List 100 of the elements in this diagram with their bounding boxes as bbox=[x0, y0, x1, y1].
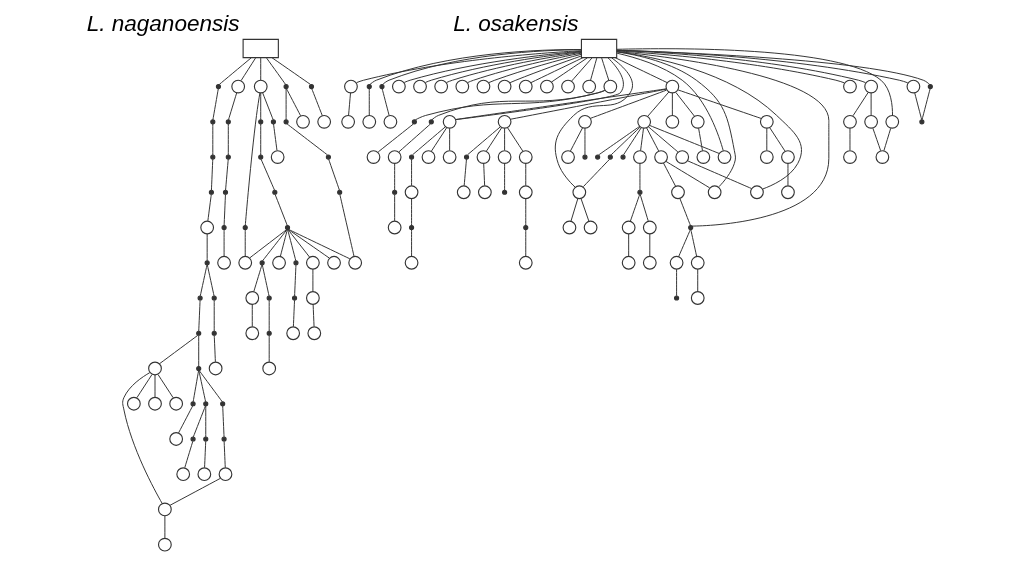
connector bbox=[614, 57, 668, 84]
connector bbox=[285, 88, 287, 121]
connector bbox=[410, 229, 412, 257]
node-dot bbox=[918, 119, 924, 125]
connector bbox=[286, 123, 328, 156]
connector bbox=[671, 92, 673, 116]
connector bbox=[529, 57, 583, 84]
node-circle bbox=[168, 432, 183, 446]
node-circle bbox=[695, 150, 710, 164]
connector bbox=[393, 194, 395, 222]
node-dot bbox=[189, 436, 196, 442]
node-circle bbox=[442, 114, 457, 129]
node-circle bbox=[412, 79, 427, 94]
connector bbox=[206, 233, 208, 262]
connector bbox=[261, 92, 274, 121]
connector bbox=[223, 440, 226, 469]
node-circle bbox=[642, 255, 657, 270]
node-circle bbox=[669, 255, 683, 270]
connector bbox=[169, 477, 221, 506]
node-circle bbox=[305, 255, 320, 270]
connector bbox=[397, 123, 431, 153]
connector bbox=[610, 126, 640, 156]
node-circle bbox=[199, 220, 214, 235]
node-dot bbox=[292, 260, 299, 266]
node-circle bbox=[539, 79, 554, 94]
node-dot bbox=[211, 330, 217, 336]
node-dot bbox=[271, 189, 277, 195]
node-circle bbox=[126, 396, 141, 411]
connector bbox=[223, 229, 225, 257]
connector bbox=[569, 198, 578, 222]
node-dot bbox=[219, 401, 225, 407]
node-circle bbox=[421, 150, 435, 164]
node-dot bbox=[189, 401, 196, 407]
connector bbox=[503, 127, 505, 151]
connector bbox=[665, 160, 710, 189]
node-circle bbox=[147, 361, 162, 376]
connector bbox=[600, 57, 609, 81]
node-circle bbox=[571, 185, 586, 200]
node-dot bbox=[408, 154, 414, 160]
connector bbox=[268, 299, 270, 332]
connector bbox=[206, 264, 215, 297]
connector bbox=[259, 123, 261, 156]
node-dot bbox=[242, 224, 248, 231]
connector bbox=[197, 299, 201, 332]
connector bbox=[677, 229, 691, 258]
connector bbox=[662, 162, 676, 187]
node-circle bbox=[157, 502, 172, 517]
connector bbox=[615, 51, 829, 227]
node-circle bbox=[218, 467, 232, 482]
connector bbox=[260, 158, 275, 191]
node-circle bbox=[347, 255, 362, 270]
node-box bbox=[242, 38, 279, 59]
connector bbox=[274, 194, 288, 226]
connector bbox=[466, 52, 582, 84]
node-dot bbox=[221, 436, 227, 442]
node-dot bbox=[197, 295, 203, 301]
connector bbox=[616, 51, 802, 190]
connector bbox=[524, 198, 526, 226]
node-dot bbox=[222, 189, 228, 195]
connector bbox=[203, 440, 206, 469]
connector bbox=[198, 370, 223, 403]
node-circle bbox=[884, 114, 899, 129]
connector bbox=[882, 127, 891, 152]
node-circle bbox=[391, 79, 406, 94]
node-circle bbox=[433, 79, 448, 94]
node-dot bbox=[202, 401, 208, 407]
node-circle bbox=[560, 150, 575, 164]
node-circle bbox=[518, 79, 533, 94]
node-circle bbox=[316, 114, 331, 129]
node-circle bbox=[632, 150, 647, 164]
node-dot bbox=[221, 224, 227, 231]
connector bbox=[852, 92, 869, 117]
node-dot bbox=[927, 83, 933, 90]
connector bbox=[689, 229, 697, 257]
node-dot bbox=[522, 224, 528, 231]
node-dot bbox=[284, 224, 290, 231]
connector bbox=[240, 57, 256, 82]
node-circle bbox=[577, 114, 592, 129]
node-circle bbox=[759, 150, 774, 164]
connector bbox=[158, 334, 198, 365]
node-dot bbox=[283, 119, 289, 125]
node-circle bbox=[863, 114, 878, 129]
node-box bbox=[580, 38, 617, 59]
connector bbox=[871, 127, 881, 152]
connector bbox=[259, 92, 261, 121]
connector bbox=[768, 127, 785, 152]
node-circle bbox=[518, 150, 533, 164]
connector bbox=[223, 194, 226, 226]
connector bbox=[163, 515, 165, 539]
connector bbox=[686, 160, 752, 190]
connector bbox=[268, 334, 270, 363]
node-circle bbox=[477, 185, 492, 200]
connector bbox=[259, 57, 261, 81]
connector bbox=[312, 304, 315, 327]
node-circle bbox=[454, 79, 469, 94]
connector bbox=[506, 127, 523, 152]
connector bbox=[310, 88, 323, 117]
connector bbox=[265, 57, 286, 85]
node-dot bbox=[270, 119, 276, 125]
node-circle bbox=[497, 114, 511, 129]
